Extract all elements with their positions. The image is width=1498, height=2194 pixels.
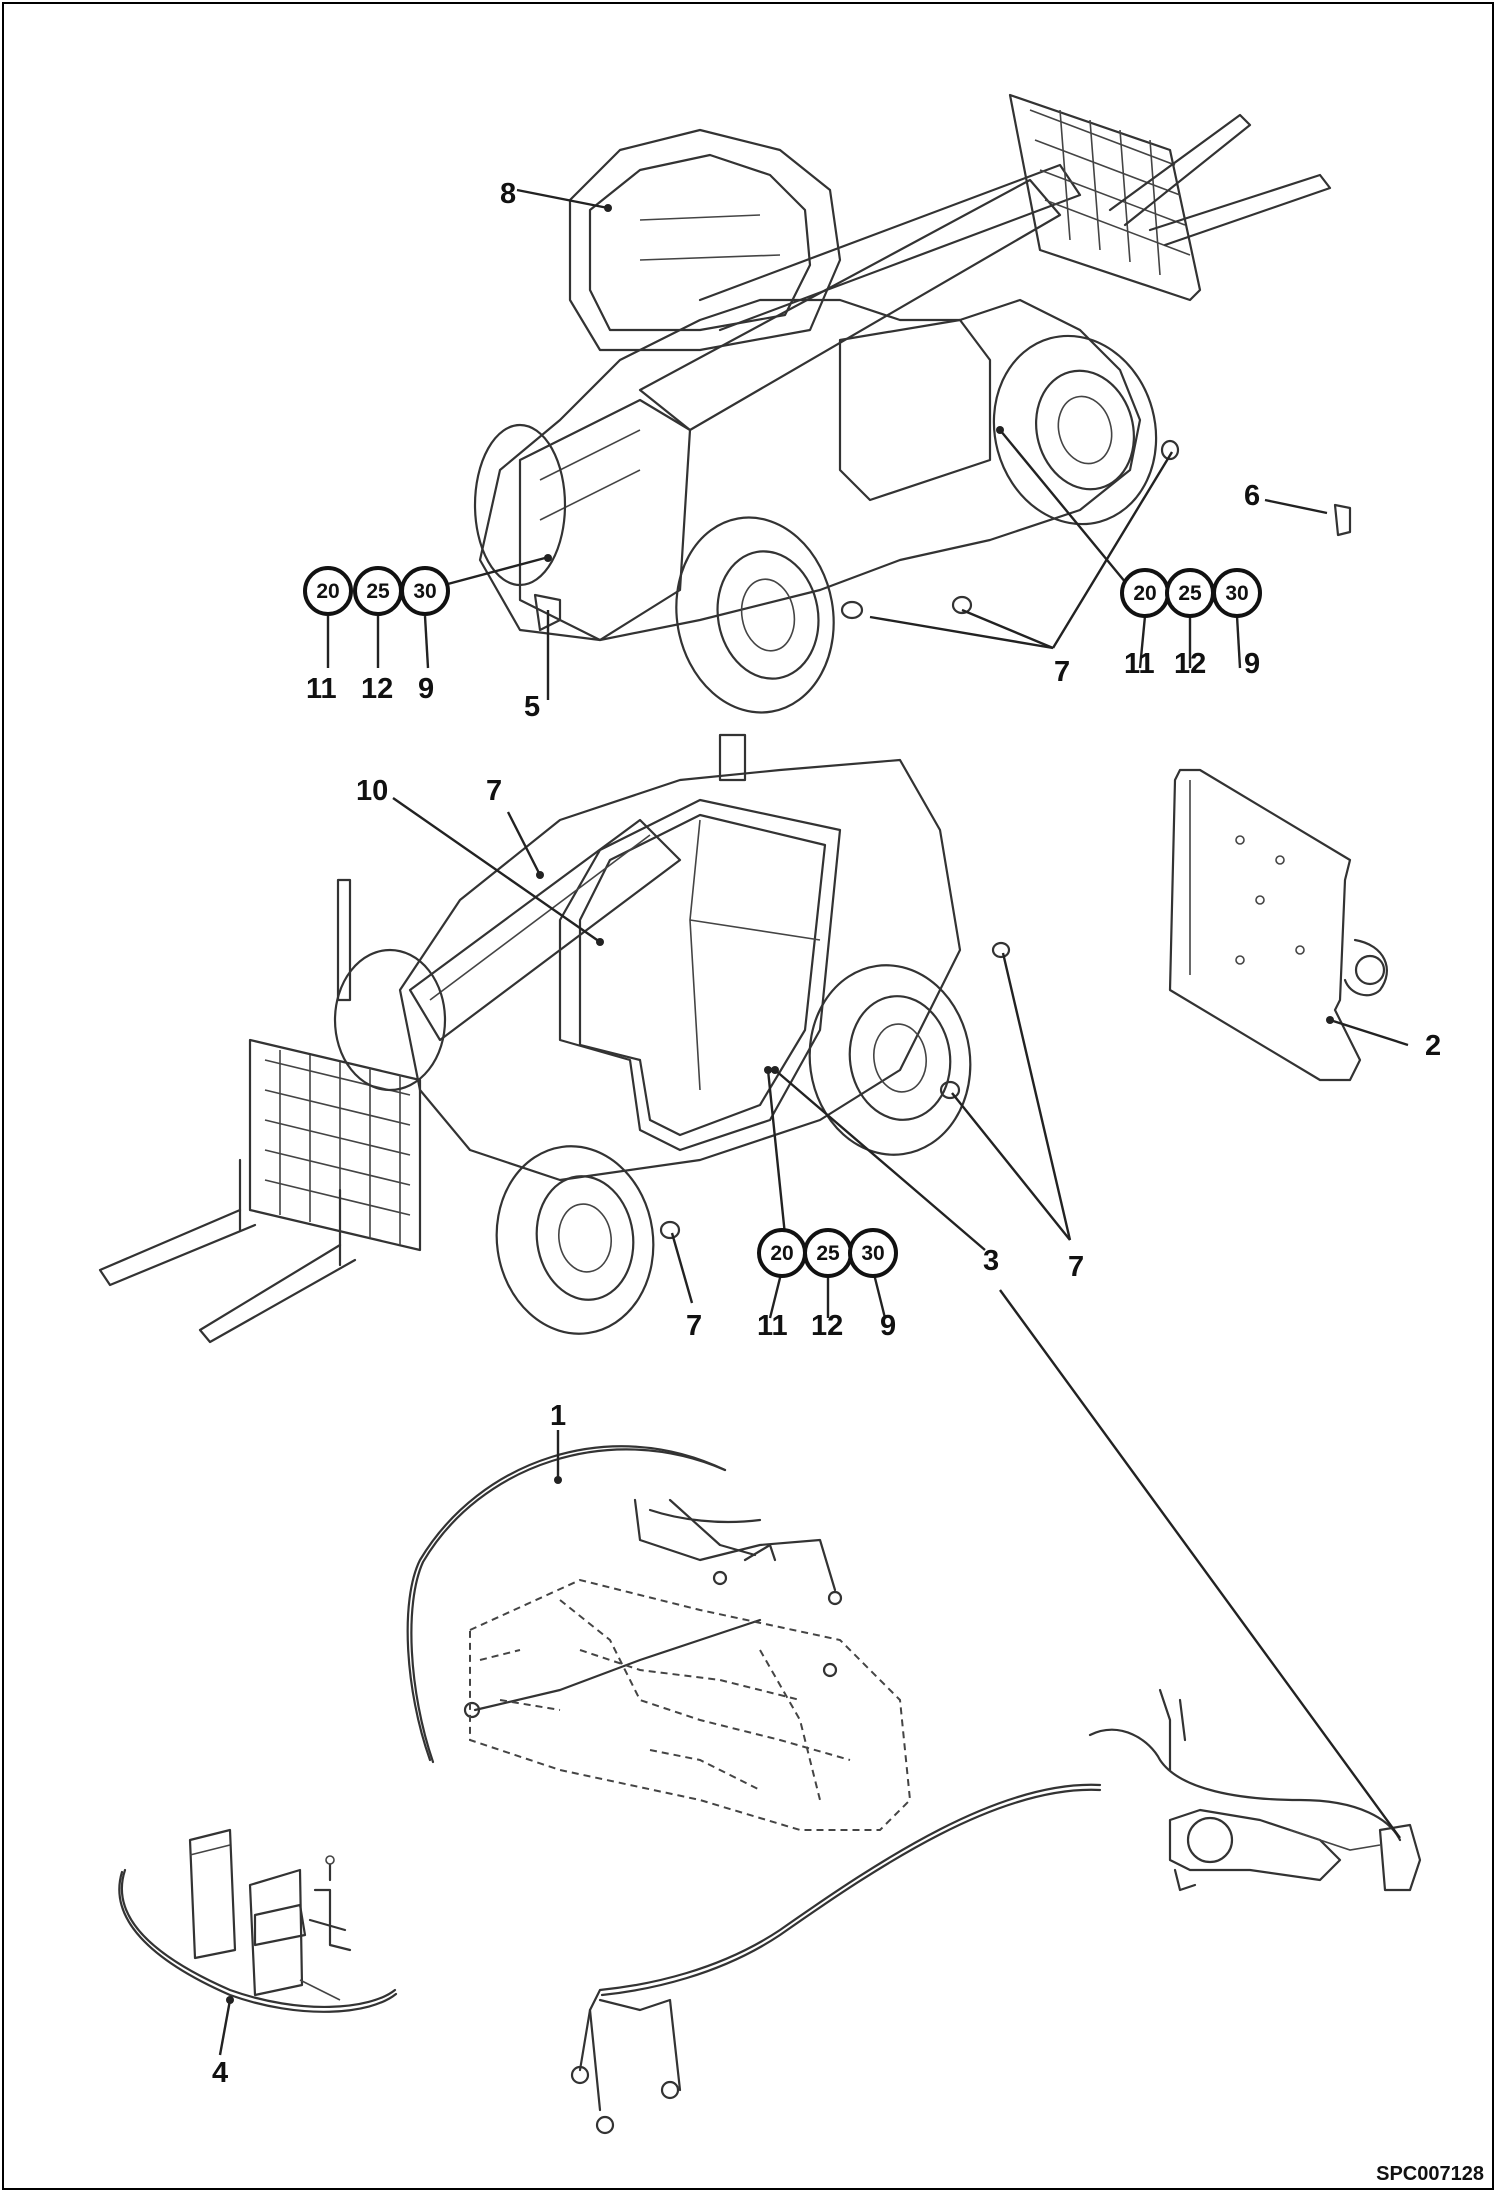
circle-group-top-right: 20 25 30 [1120, 568, 1262, 618]
arc-1 [406, 1445, 727, 1762]
circle-30: 30 [861, 1242, 884, 1265]
telehandler-rear-view [473, 93, 1352, 714]
leader-lines [218, 188, 1409, 2056]
callout-6: 6 [1244, 480, 1260, 512]
circle-group-middle: 20 25 30 [757, 1228, 898, 1278]
callout-9: 9 [880, 1310, 896, 1342]
callout-12: 12 [361, 673, 393, 705]
circle-20: 20 [1133, 582, 1156, 605]
circle-25: 25 [816, 1242, 840, 1265]
circle-20: 20 [770, 1242, 793, 1265]
callout-9: 9 [1244, 648, 1260, 680]
callout-7: 7 [686, 1310, 702, 1342]
callout-7: 7 [1068, 1251, 1084, 1283]
callout-5: 5 [524, 691, 540, 723]
callout-10: 10 [356, 775, 388, 807]
callout-11: 11 [306, 673, 337, 705]
callout-8: 8 [500, 178, 516, 210]
decal-assembly [188, 1828, 352, 2001]
arc-4 [120, 1868, 397, 2008]
callout-7: 7 [486, 775, 502, 807]
callout-12: 12 [811, 1310, 843, 1342]
circle-group-top-left: 20 25 30 [303, 566, 450, 616]
callout-7: 7 [1054, 656, 1070, 688]
circle-25: 25 [1178, 582, 1202, 605]
mounting-plate [1168, 768, 1388, 1082]
callout-4: 4 [212, 2057, 228, 2089]
circle-30: 30 [413, 580, 436, 603]
callout-9: 9 [418, 673, 434, 705]
callout-2: 2 [1425, 1030, 1441, 1062]
telehandler-front-view [98, 733, 1011, 1344]
cable-harness [570, 1688, 1422, 2135]
callout-1: 1 [550, 1400, 566, 1432]
circle-20: 20 [316, 580, 339, 603]
callout-11: 11 [757, 1310, 788, 1342]
drawing-reference: SPC007128 [1376, 2163, 1484, 2185]
callout-12: 12 [1174, 648, 1206, 680]
callout-3: 3 [983, 1245, 999, 1277]
callout-11: 11 [1124, 648, 1155, 680]
circle-30: 30 [1225, 582, 1248, 605]
callout-labels: 8 6 11 12 9 5 7 11 12 9 10 7 2 3 7 7 11 … [212, 178, 1441, 2089]
beacon-bracket-assembly [463, 1498, 912, 1831]
circle-25: 25 [366, 580, 390, 603]
